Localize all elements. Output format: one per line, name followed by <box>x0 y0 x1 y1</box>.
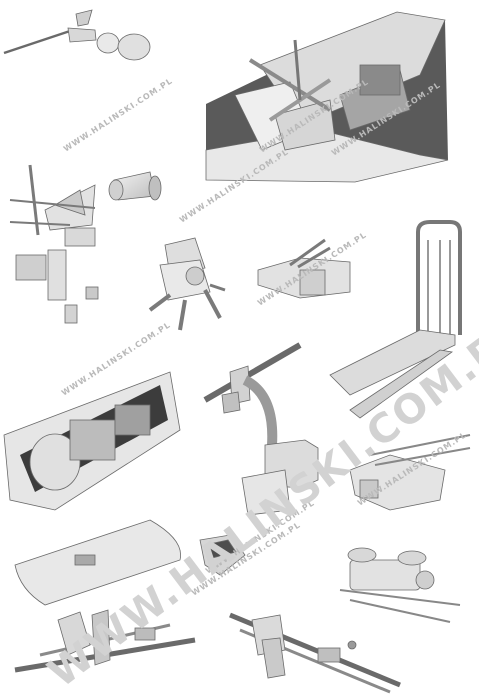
part-gun-mount <box>9 164 99 324</box>
part-small-box <box>199 534 246 576</box>
part-cradle-frame <box>349 434 471 511</box>
part-curved-panel <box>14 519 182 606</box>
part-gun-barrel-discs <box>3 9 151 61</box>
part-cockpit-assembly <box>205 11 449 183</box>
part-seat-with-legs <box>148 237 226 331</box>
part-fuselage-interior <box>3 371 181 511</box>
part-machine-gun-left <box>14 609 196 673</box>
part-tank-frame <box>339 547 461 623</box>
part-machine-gun-right <box>229 612 401 694</box>
part-rod-bracket <box>257 238 351 299</box>
part-seat-frame <box>329 220 462 419</box>
part-control-column <box>203 342 319 516</box>
part-cylinder <box>108 171 162 201</box>
